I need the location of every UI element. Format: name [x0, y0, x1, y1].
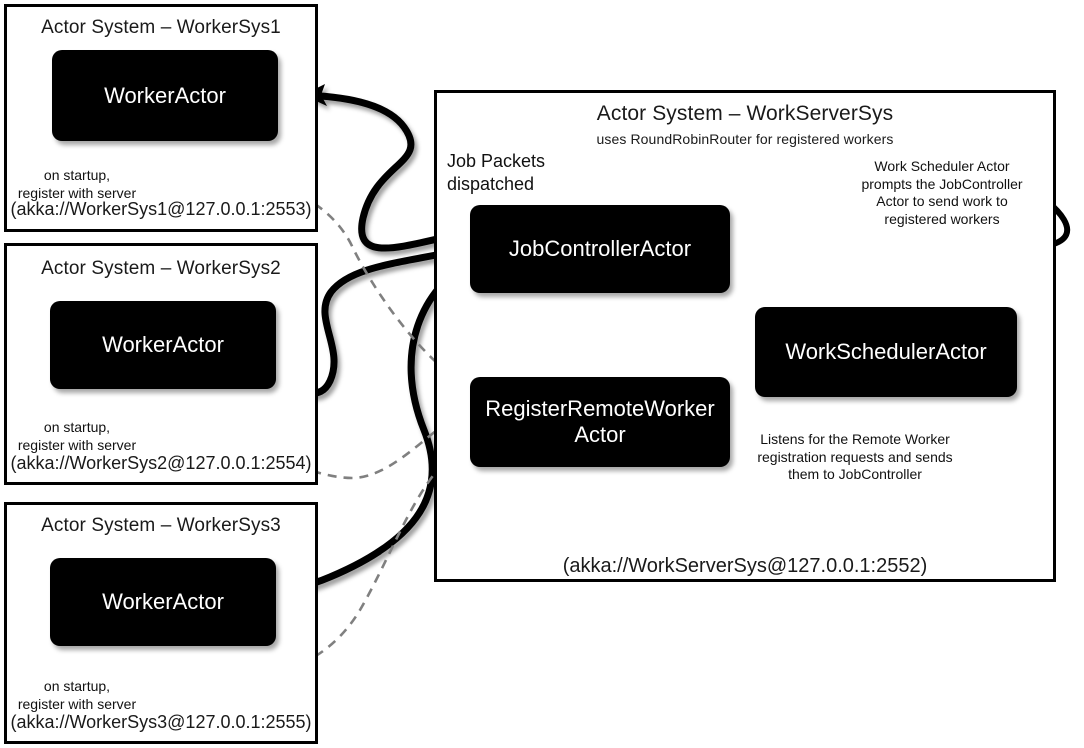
worker-actor-label-1: WorkerActor [104, 82, 226, 108]
work-scheduler-actor-box[interactable]: WorkSchedulerActor [755, 307, 1017, 397]
worker-actor-label-3: WorkerActor [102, 589, 224, 615]
worker-actor-box-1[interactable]: WorkerActor [52, 50, 278, 141]
worker-startup-note-2: on startup, register with server [17, 419, 137, 453]
worker-system-title-1: Actor System – WorkerSys1 [41, 17, 281, 38]
worker-system-title-3: Actor System – WorkerSys3 [41, 515, 281, 536]
job-controller-actor-label: JobControllerActor [508, 236, 692, 262]
worker-system-title-2: Actor System – WorkerSys2 [41, 258, 281, 279]
server-system-address: (akka://WorkServerSys@127.0.0.1:2552) [562, 555, 928, 577]
register-listener-note: Listens for the Remote Worker registrati… [757, 431, 953, 482]
work-scheduler-note: Work Scheduler Actor prompts the JobCont… [861, 158, 1023, 227]
job-packets-note: Job Packets dispatched [447, 151, 546, 194]
server-system-subtitle: uses RoundRobinRouter for registered wor… [596, 131, 894, 147]
worker-system-address-2: (akka://WorkerSys2@127.0.0.1:2554) [10, 453, 312, 473]
worker-system-address-3: (akka://WorkerSys3@127.0.0.1:2555) [10, 712, 312, 732]
job-controller-actor-box[interactable]: JobControllerActor [470, 205, 730, 293]
worker-actor-box-3[interactable]: WorkerActor [50, 558, 276, 646]
server-system-title: Actor System – WorkServerSys [596, 102, 894, 125]
worker-actor-box-2[interactable]: WorkerActor [50, 301, 276, 389]
register-remote-worker-actor-label: RegisterRemoteWorker Actor [485, 396, 715, 447]
worker-actor-label-2: WorkerActor [102, 332, 224, 358]
worker-startup-note-3: on startup, register with server [17, 678, 137, 712]
register-remote-worker-actor-box[interactable]: RegisterRemoteWorker Actor [470, 377, 730, 467]
worker-system-address-1: (akka://WorkerSys1@127.0.0.1:2553) [10, 199, 312, 219]
work-scheduler-actor-label: WorkSchedulerActor [785, 339, 987, 365]
worker-startup-note-1: on startup, register with server [17, 167, 137, 201]
